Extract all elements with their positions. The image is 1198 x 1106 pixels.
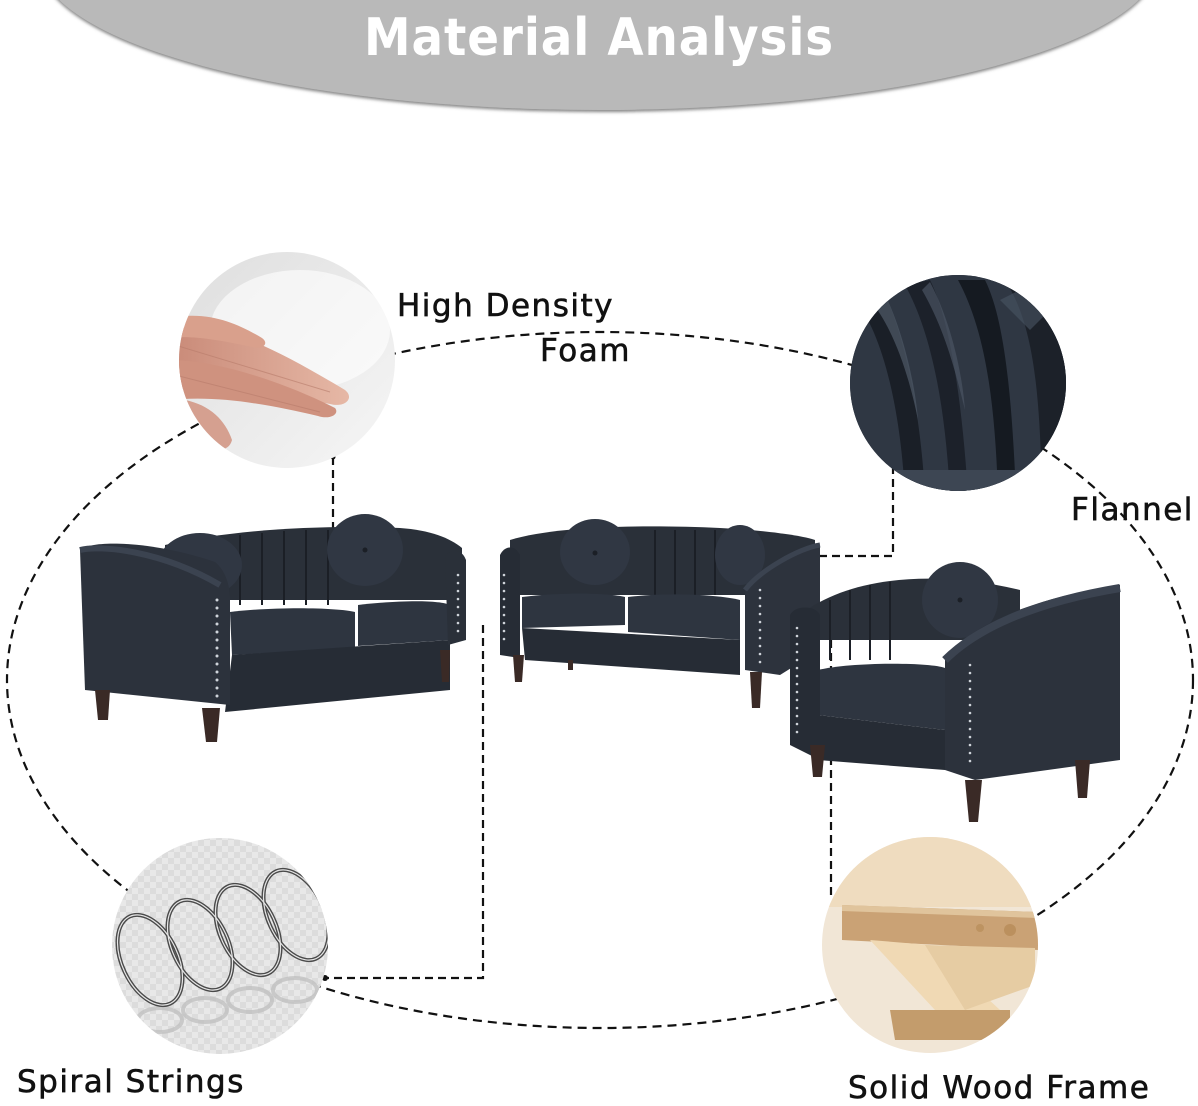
foam-label-line1: High Density — [397, 288, 614, 325]
foam-hand-icon — [179, 252, 395, 468]
flannel-connector — [740, 466, 895, 558]
solid-wood-frame-label: Solid Wood Frame — [848, 1070, 1151, 1106]
foam-label-line2: Foam — [540, 333, 631, 370]
spiral-spring-icon — [112, 838, 328, 1054]
header-banner — [59, 0, 1139, 110]
page-title: Material Analysis — [363, 8, 835, 68]
wood-planks-icon — [822, 837, 1038, 1053]
spring-connector — [325, 625, 485, 980]
spiral-strings-label: Spiral Strings — [17, 1064, 245, 1101]
armchair-image — [790, 562, 1121, 822]
three-seat-sofa-image — [79, 514, 466, 742]
loveseat-image — [500, 519, 821, 708]
dashed-outline-ellipse — [5, 330, 1195, 1030]
flannel-label: Flannel — [1071, 492, 1194, 529]
velvet-fabric-icon — [850, 275, 1066, 491]
